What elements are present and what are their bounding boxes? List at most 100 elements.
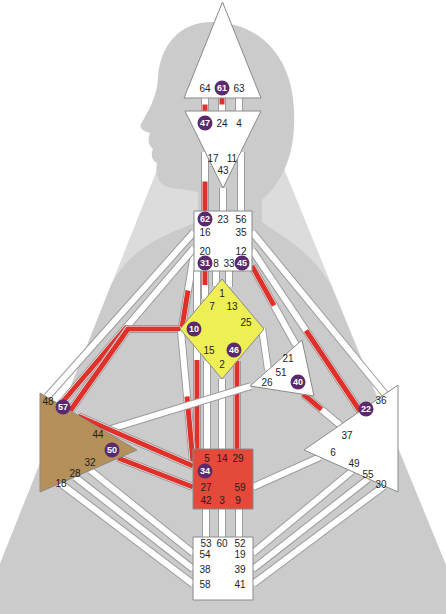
gate-number: 40 <box>291 375 306 390</box>
energy-center: 3622376495530 <box>304 385 398 492</box>
gate-number: 51 <box>275 367 286 378</box>
channel-core <box>204 361 210 449</box>
gate-number: 15 <box>203 345 214 356</box>
gate-number: 2 <box>219 359 225 370</box>
channel-casing <box>253 457 320 487</box>
channel <box>253 486 384 584</box>
channel-casing <box>253 479 368 569</box>
energy-center: 622356163520123183345 <box>194 211 252 271</box>
energy-center: 21 5126 40 <box>250 340 314 396</box>
gate-number: 46 <box>227 343 242 358</box>
channel-core <box>253 479 368 569</box>
gate-number: 47 <box>198 116 213 131</box>
channel-casing <box>181 331 193 462</box>
channel-core <box>220 188 226 211</box>
gate-number: 50 <box>105 443 120 458</box>
gate-number: 18 <box>55 478 66 489</box>
gate-number: 4 <box>236 118 242 129</box>
gate-number: 36 <box>375 395 386 406</box>
center-shape <box>193 449 253 509</box>
channel <box>104 386 251 431</box>
gate-number: 8 <box>213 258 219 269</box>
channel-casing <box>303 394 340 425</box>
channel-casing <box>75 477 193 569</box>
channel <box>205 271 206 299</box>
gate-number: 29 <box>232 453 243 464</box>
channel-casing <box>201 271 209 299</box>
gate-number: 55 <box>362 469 373 480</box>
channel-core <box>238 152 244 211</box>
channel-activation <box>70 329 180 411</box>
channel-casing <box>60 483 193 584</box>
channel-core <box>236 509 242 537</box>
center-shape <box>250 340 314 396</box>
center-shape <box>180 279 264 379</box>
gate-number: 34 <box>198 464 213 479</box>
energy-center: 48574450322818 <box>40 393 137 492</box>
gate-number: 21 <box>282 353 293 364</box>
gate-number: 22 <box>359 402 374 417</box>
channel-core <box>118 458 193 487</box>
channel-activation <box>181 331 193 462</box>
channel-casing <box>193 271 201 449</box>
gate-number: 23 <box>217 214 228 225</box>
bodygraph-backdrop <box>0 12 446 614</box>
channel <box>239 98 240 111</box>
gate-number: 44 <box>92 429 103 440</box>
channel <box>229 271 230 287</box>
gate-number: 54 <box>199 549 210 560</box>
channel-casing <box>118 458 193 487</box>
gate-number: 53 <box>200 538 211 549</box>
gate-number: 32 <box>84 457 95 468</box>
channel <box>303 394 340 425</box>
gate-number: 56 <box>235 214 246 225</box>
gate-number: 63 <box>233 83 244 94</box>
gate-number: 26 <box>261 377 272 388</box>
gate-number: 43 <box>217 165 228 176</box>
energy-center: 646163 <box>184 2 261 98</box>
channel-activation <box>118 458 193 487</box>
channel <box>70 329 180 411</box>
channel <box>197 271 198 449</box>
gate-number: 11 <box>227 153 237 164</box>
channel-activation <box>303 394 340 425</box>
body-silhouette <box>0 22 446 614</box>
gate-number: 39 <box>234 564 245 575</box>
channel-core <box>262 328 268 370</box>
gate-number: 37 <box>341 430 352 441</box>
gate-number: 35 <box>235 227 246 238</box>
channel-casing <box>203 361 211 449</box>
channel-core <box>253 486 384 584</box>
gate-number: 3 <box>219 495 225 506</box>
gate-number: 13 <box>226 301 237 312</box>
gate-number: 33 <box>223 258 234 269</box>
channel-core <box>219 509 225 537</box>
gate-number: 62 <box>198 212 213 227</box>
gate-number: 16 <box>199 227 210 238</box>
channel <box>253 457 320 487</box>
channel-core <box>202 98 208 111</box>
channel-casing <box>218 379 226 449</box>
channel-core <box>194 271 200 449</box>
channel-activation <box>235 361 240 449</box>
channel <box>206 509 207 537</box>
gate-number: 59 <box>234 482 245 493</box>
channel-casing <box>218 509 226 537</box>
channel-core <box>303 394 340 425</box>
energy-center: 47244171143 <box>185 111 261 188</box>
channel-core <box>236 98 242 111</box>
gate-number: 19 <box>234 549 245 560</box>
channel <box>207 361 208 449</box>
gate-number: 17 <box>207 153 218 164</box>
channel-core <box>219 379 225 449</box>
channel-core <box>202 152 208 211</box>
channel-casing <box>218 98 226 111</box>
gate-number: 49 <box>348 458 359 469</box>
channel <box>222 98 223 111</box>
channel <box>47 232 194 397</box>
channel-casing <box>253 486 384 584</box>
channel <box>216 271 217 286</box>
gate-number: 28 <box>69 468 80 479</box>
channel-core <box>234 361 240 449</box>
